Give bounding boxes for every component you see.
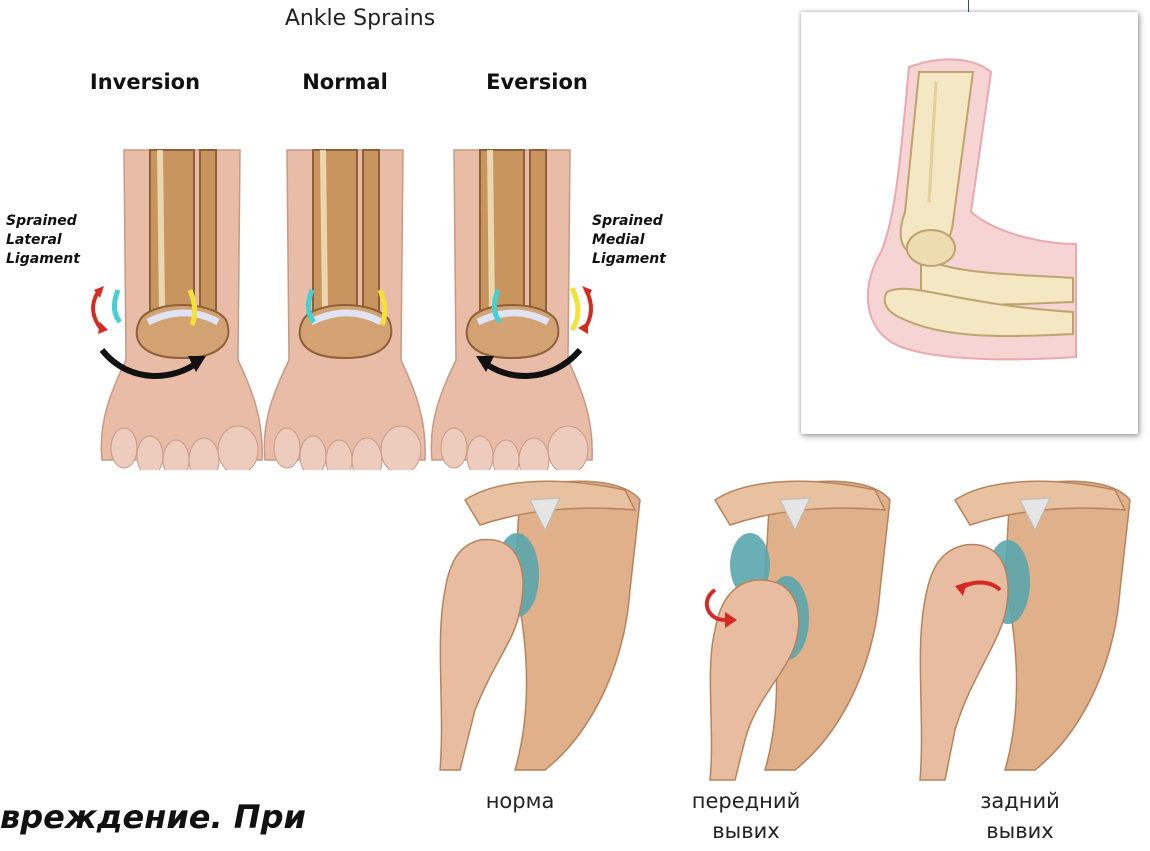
elbow-illustration <box>801 12 1138 434</box>
body-text-fragment: вреждение. При <box>0 798 306 836</box>
inversion-foot <box>93 150 262 470</box>
ankle-illustration <box>0 0 720 470</box>
anterior-label-line-1: передний <box>676 786 816 816</box>
posterior-dislocation-label: задний вывих <box>950 786 1090 846</box>
anterior-label-line-2: вывих <box>676 816 816 846</box>
anterior-dislocation-label: передний вывих <box>676 786 816 846</box>
eversion-foot <box>431 150 592 470</box>
elbow-panel <box>801 12 1138 434</box>
shoulder-anterior <box>707 481 890 780</box>
shoulder-posterior <box>920 481 1130 780</box>
normal-foot <box>264 150 425 470</box>
shoulder-normal <box>440 481 640 770</box>
posterior-label-line-1: задний <box>950 786 1090 816</box>
posterior-label-line-2: вывих <box>950 816 1090 846</box>
normal-shoulder-label: норма <box>450 786 590 816</box>
shoulder-illustration <box>425 470 1150 790</box>
